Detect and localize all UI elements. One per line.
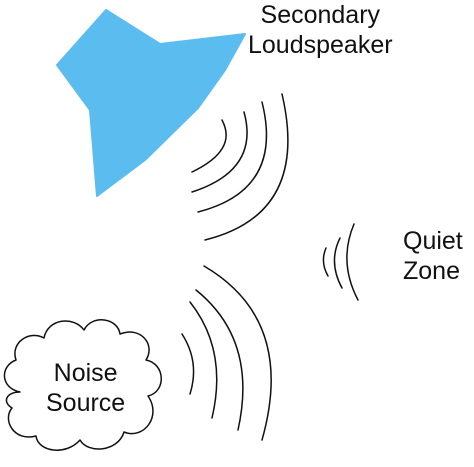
speaker-waves <box>191 93 289 241</box>
noise-wave-4 <box>203 265 272 441</box>
quiet-wave-2 <box>333 237 343 289</box>
quiet-zone-label: Quiet Zone <box>403 226 463 286</box>
speaker-label-line1: Secondary <box>260 1 381 29</box>
speaker-wave-3 <box>197 101 268 213</box>
speaker-wave-1 <box>191 119 227 173</box>
noise-wave-1 <box>181 333 195 395</box>
cloud-icon <box>3 319 162 451</box>
speaker-label-line2: Loudspeaker <box>248 31 393 59</box>
noise-wave-3 <box>195 289 244 431</box>
quiet-wave-1 <box>322 247 329 277</box>
quiet-zone-label-line2: Zone <box>403 257 460 285</box>
noise-wave-2 <box>189 301 218 419</box>
quiet-wave-3 <box>346 223 359 301</box>
loudspeaker-icon <box>56 9 246 197</box>
quiet-zone-waves <box>322 223 359 301</box>
noise-source-label: Noise Source <box>46 358 125 418</box>
noise-source-label-line2: Source <box>46 389 126 417</box>
noise-source-label-line1: Noise <box>53 359 118 387</box>
speaker-wave-2 <box>191 111 248 193</box>
speaker-label: Secondary Loudspeaker <box>248 0 393 60</box>
speaker-wave-4 <box>204 93 289 241</box>
noise-waves <box>181 265 272 441</box>
quiet-zone-label-line1: Quiet <box>403 227 463 255</box>
